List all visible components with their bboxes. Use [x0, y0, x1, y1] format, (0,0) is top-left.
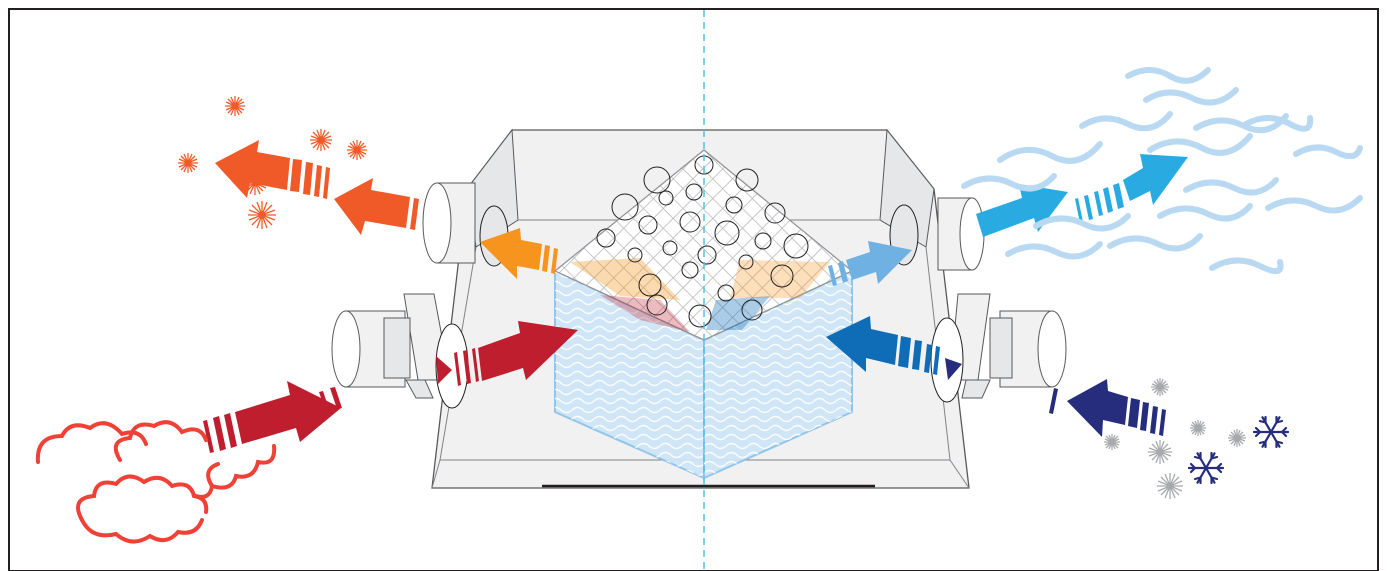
airflow-arrow-icon: [1049, 379, 1166, 437]
duct-port-icon: [331, 310, 469, 409]
airflow-arrow-icon: [1075, 154, 1188, 223]
outer-frame: [8, 8, 1379, 571]
spark-icon: [178, 153, 198, 173]
cloud-icon: [35, 420, 277, 544]
spark-icon: [310, 129, 332, 151]
heat-exchanger-core-icon: [553, 149, 854, 480]
duct-port-icon: [930, 310, 1067, 403]
wind-wave-icon: [961, 67, 1363, 275]
snowflake-icon: [1228, 429, 1246, 447]
airflow-arrow-icon: [203, 381, 342, 453]
snowflake-icon: [1157, 473, 1183, 499]
airflow-arrow-icon: [334, 178, 419, 235]
snowflake-icon: [1187, 451, 1225, 485]
airflow-arrow-icon: [976, 184, 1068, 237]
snowflake-icon: [1104, 434, 1120, 450]
snowflake-icon: [1148, 440, 1172, 464]
spark-icon: [243, 171, 267, 195]
snowflake-icon: [1190, 420, 1206, 436]
airflow-arrow-icon: [480, 228, 558, 279]
snowflake-icon: [1252, 415, 1290, 449]
airflow-arrow-icon: [828, 241, 912, 286]
airflow-arrow-icon: [436, 321, 578, 386]
snowflake-icon: [1151, 378, 1169, 396]
airflow-arrow-icon: [826, 316, 962, 380]
spark-icon: [248, 201, 276, 229]
airflow-arrow-icon: [215, 140, 330, 199]
spark-icon: [225, 96, 245, 116]
spark-icon: [347, 140, 367, 160]
